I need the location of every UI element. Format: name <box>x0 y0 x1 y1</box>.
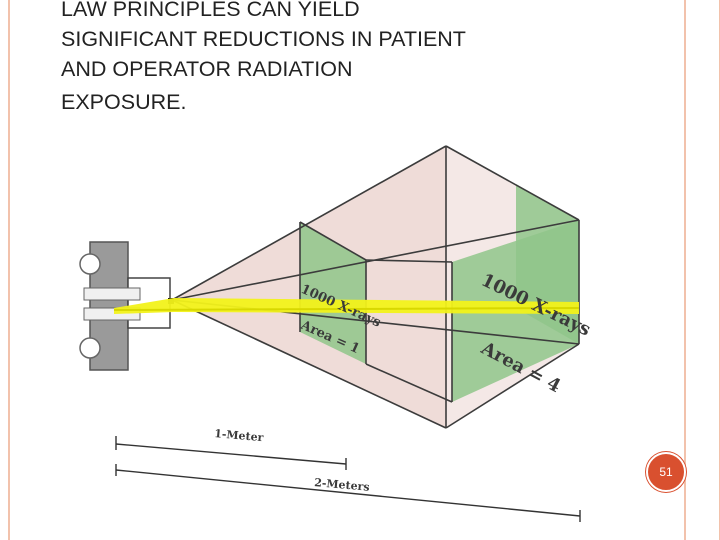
near-plane <box>300 222 366 364</box>
distance-markers <box>115 436 581 522</box>
distance-label-2: 2-Meters <box>314 476 370 494</box>
inverse-square-law-diagram: 1000 X-rays Area = 1 1000 X-rays Area = … <box>54 132 590 522</box>
title-line-3: AND OPERATOR RADIATION <box>61 57 353 81</box>
title-line-2: SIGNIFICANT REDUCTIONS IN PATIENT <box>61 27 466 51</box>
slide-right-border <box>684 0 720 540</box>
title-line-4: EXPOSURE. <box>61 90 187 114</box>
slide-left-border <box>0 0 10 540</box>
diagram-svg: 1000 X-rays Area = 1 1000 X-rays Area = … <box>54 132 590 522</box>
cone-edges <box>171 145 580 429</box>
slide-title: LAW PRINCIPLES CAN YIELD SIGNIFICANT RED… <box>61 0 661 117</box>
page-number-badge: 51 <box>646 452 686 492</box>
distance-label-1: 1-Meter <box>214 427 264 444</box>
xray-beam-core <box>113 307 580 311</box>
title-line-1: LAW PRINCIPLES CAN YIELD <box>61 0 360 21</box>
